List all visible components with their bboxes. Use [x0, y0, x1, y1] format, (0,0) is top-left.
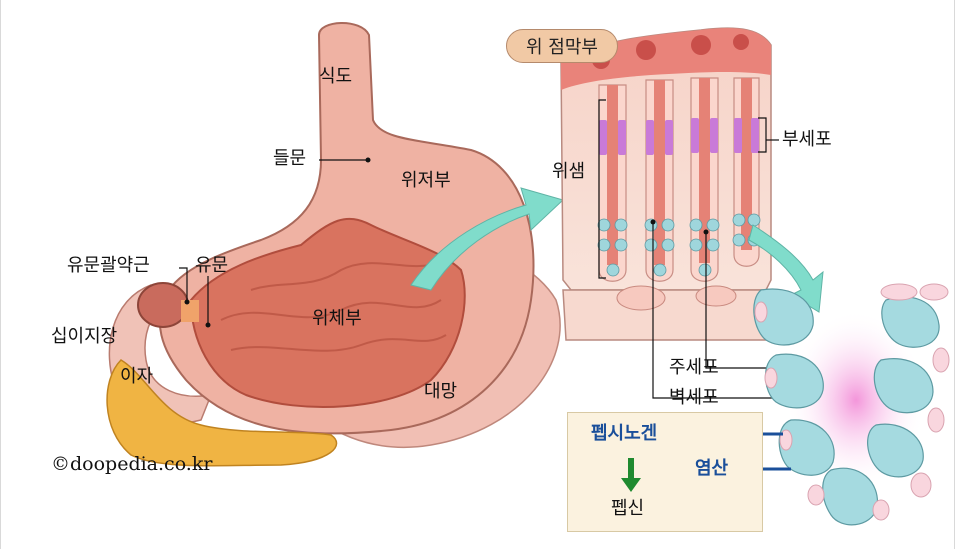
label-fundus: 위저부: [401, 170, 451, 191]
label-gastric-pit: 위샘: [552, 161, 586, 182]
label-esophagus: 식도: [319, 66, 353, 87]
copyright-text: ©doopedia.co.kr: [51, 453, 213, 475]
label-parietal-cell: 벽세포: [669, 387, 719, 408]
label-mucous-cell: 부세포: [782, 129, 832, 150]
label-greater-omentum: 대망: [424, 381, 458, 402]
label-pylorus: 유문: [195, 255, 229, 276]
label-cardia: 들문: [273, 148, 307, 169]
label-pepsin: 펩신: [611, 498, 645, 519]
label-chief-cell: 주세포: [669, 357, 719, 378]
label-duodenum: 십이지장: [51, 326, 118, 347]
mucosa-block: [560, 27, 772, 341]
label-pancreas: 이자: [120, 366, 154, 387]
label-acid: 염산: [695, 458, 729, 479]
pancreas: [106, 359, 338, 467]
label-body: 위체부: [312, 308, 362, 329]
process-box: [567, 412, 763, 532]
stomach-interior: [189, 217, 466, 408]
label-pepsinogen: 펩시노겐: [591, 423, 658, 444]
label-mucosa: 위 점막부: [506, 29, 618, 63]
zoom-arrow-2: [748, 224, 824, 313]
label-pyloric-sphincter: 유문괄약근: [67, 255, 150, 276]
magnified-gland: [753, 288, 940, 526]
